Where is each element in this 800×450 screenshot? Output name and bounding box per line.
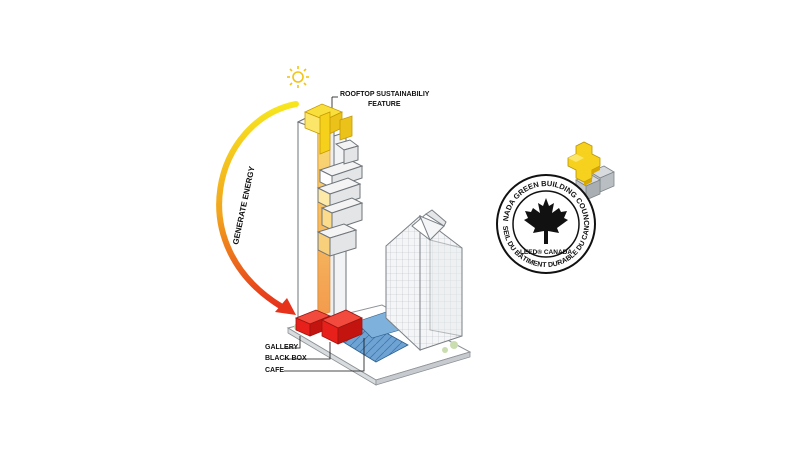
maple-leaf-icon — [524, 198, 568, 244]
cafe-label: CAFE — [265, 367, 284, 374]
rooftop-label-line2: FEATURE — [368, 101, 401, 108]
badge-ring-bottom-text: CONSEIL DU BÂTIMENT DURABLE DU CANADA — [0, 0, 591, 269]
svg-text:CANADA GREEN BUILDING COUNCIL: CANADA GREEN BUILDING COUNCIL — [0, 0, 591, 226]
residential-tower — [385, 209, 463, 352]
rooftop-label-line1: ROOFTOP SUSTAINABILIY — [340, 91, 430, 98]
generate-energy-label: GENERATE ENERGY — [231, 165, 257, 246]
sun-icon — [287, 66, 309, 88]
energy-arc-arrow — [216, 101, 299, 315]
badge-ring-top-text: CANADA GREEN BUILDING COUNCIL — [0, 0, 591, 226]
program-leaders — [284, 336, 365, 372]
red-program-volumes — [294, 309, 363, 345]
badge-center-text: LEED® CANADA — [520, 248, 572, 256]
svg-text:CONSEIL DU BÂTIMENT DURABLE DU: CONSEIL DU BÂTIMENT DURABLE DU CANADA — [0, 0, 591, 269]
floating-volumes — [316, 139, 364, 257]
black-box-label: BLACK BOX — [265, 355, 307, 362]
rooftop-feature — [303, 103, 353, 155]
gallery-label: GALLERY — [265, 344, 299, 351]
